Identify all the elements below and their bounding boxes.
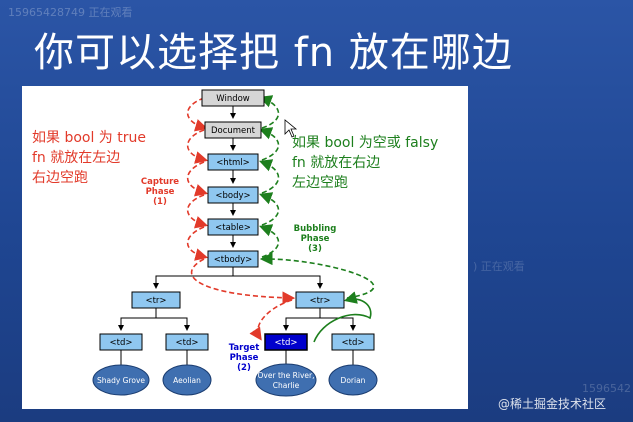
- tree-edges: [118, 106, 356, 366]
- bubbling-phase-line2: Phase: [301, 234, 330, 244]
- dom-event-flow-diagram: Window Document <html> <body> <table> <t…: [32, 89, 438, 397]
- target-phase-line3: (2): [237, 363, 251, 373]
- viewer-watermark-right: 1596542: [582, 382, 631, 395]
- node-td-2-label: <td>: [176, 338, 199, 348]
- slide-title: 你可以选择把 fn 放在哪边: [34, 30, 513, 76]
- bubbling-phase-label: Bubbling Phase (3): [294, 224, 337, 254]
- node-table: <table>: [207, 218, 259, 236]
- node-table-label: <table>: [215, 223, 251, 233]
- bubbling-arrows: [258, 95, 375, 299]
- node-tbody: <tbody>: [207, 250, 259, 268]
- node-td-2: <td>: [165, 333, 209, 351]
- diagram-panel: Window Document <html> <body> <table> <t…: [22, 86, 468, 409]
- viewer-watermark: 15965428749 正在观看: [8, 6, 133, 19]
- node-tr-left: <tr>: [131, 291, 181, 309]
- left-note-line2: fn 就放在左边: [32, 150, 120, 166]
- node-td-4: <td>: [331, 333, 375, 351]
- target-phase-line1: Target: [229, 343, 260, 353]
- bubbling-phase-line1: Bubbling: [294, 224, 337, 234]
- leaf-dorian-label: Dorian: [341, 376, 366, 385]
- node-document-label: Document: [211, 126, 256, 136]
- node-tr-right: <tr>: [295, 291, 345, 309]
- bubbling-solid-arrow: [313, 291, 372, 343]
- viewer-watermark-mid: ) 正在观看: [473, 260, 525, 273]
- node-document: Document: [204, 121, 262, 139]
- leaf-shady-grove-label: Shady Grove: [97, 376, 145, 385]
- leaf-dorian: Dorian: [328, 364, 378, 396]
- capture-phase-label: Capture Phase (1): [141, 177, 179, 207]
- capture-phase-line2: Phase: [146, 187, 175, 197]
- node-tbody-label: <tbody>: [214, 255, 253, 265]
- node-html: <html>: [207, 153, 259, 171]
- node-window: Window: [201, 89, 265, 107]
- left-note-line1: 如果 bool 为 true: [32, 130, 146, 146]
- node-body: <body>: [207, 186, 259, 204]
- leaf-aeolian: Aeolian: [162, 364, 212, 396]
- leaf-over-the-river-line1: Over the River,: [258, 371, 315, 380]
- node-td-target: <td>: [264, 333, 308, 351]
- node-td-target-label: <td>: [275, 338, 298, 348]
- node-td-1-label: <td>: [110, 338, 133, 348]
- capture-arrows: [186, 97, 296, 341]
- left-note-line3: 右边空跑: [32, 170, 88, 186]
- target-phase-label: Target Phase (2): [229, 343, 260, 373]
- leaf-shady-grove: Shady Grove: [92, 364, 150, 396]
- node-td-4-label: <td>: [342, 338, 365, 348]
- node-body-label: <body>: [215, 191, 250, 201]
- target-phase-line2: Phase: [230, 353, 259, 363]
- bubbling-phase-line3: (3): [308, 244, 322, 254]
- juejin-watermark: @稀土掘金技术社区: [498, 397, 607, 411]
- right-note: 如果 bool 为空或 falsy fn 就放在右边 左边空跑: [292, 135, 438, 191]
- right-note-line3: 左边空跑: [292, 175, 348, 191]
- right-note-line2: fn 就放在右边: [292, 155, 380, 171]
- leaf-over-the-river-line2: Charlie: [273, 381, 300, 390]
- left-note: 如果 bool 为 true fn 就放在左边 右边空跑: [32, 130, 146, 186]
- node-tr-right-label: <tr>: [309, 296, 330, 306]
- right-note-line1: 如果 bool 为空或 falsy: [292, 135, 438, 151]
- node-tr-left-label: <tr>: [145, 296, 166, 306]
- node-html-label: <html>: [216, 158, 250, 168]
- node-td-1: <td>: [99, 333, 143, 351]
- mouse-cursor-icon: [284, 119, 298, 138]
- capture-phase-line3: (1): [153, 197, 167, 207]
- node-window-label: Window: [216, 94, 250, 104]
- leaf-over-the-river: Over the River, Charlie: [255, 363, 317, 397]
- leaf-aeolian-label: Aeolian: [173, 376, 201, 385]
- capture-phase-line1: Capture: [141, 177, 179, 187]
